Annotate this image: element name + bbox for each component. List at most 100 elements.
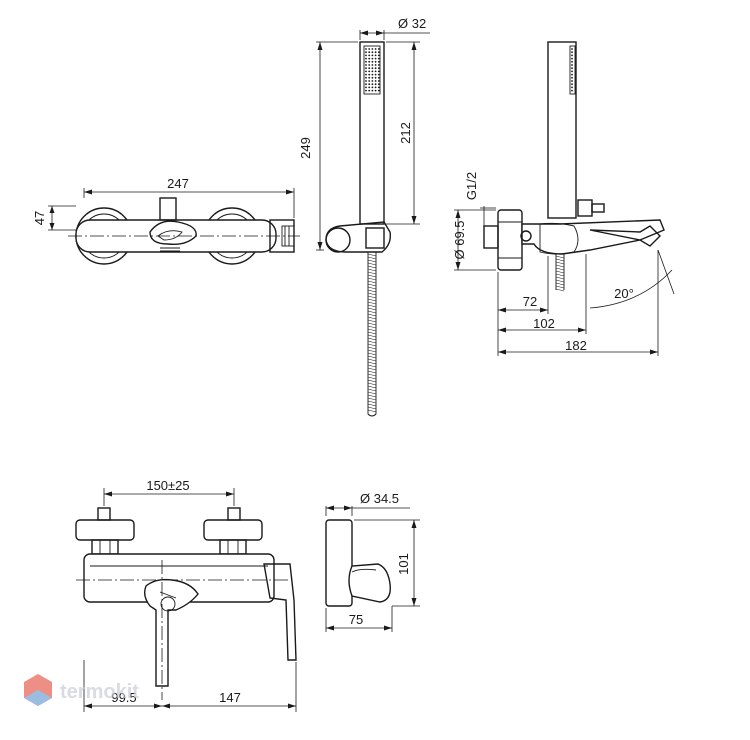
nozzle-dot	[371, 54, 374, 57]
hose-rib	[367, 286, 377, 290]
nozzle-dot	[371, 76, 374, 79]
dim-holder-diameter: Ø 34.5	[360, 491, 399, 506]
nozzle-dot	[571, 67, 573, 70]
nozzle-dot	[571, 80, 573, 82]
nozzle-dot	[365, 73, 367, 76]
nozzle-dot	[365, 54, 367, 57]
hose-rib	[367, 310, 377, 314]
nozzle-dot	[368, 89, 371, 92]
nozzle-dot	[571, 64, 573, 66]
nozzle-dot	[374, 67, 377, 70]
hose-rib	[367, 349, 377, 353]
hose-rib	[367, 265, 377, 269]
hose-rib	[367, 262, 377, 266]
hose-rib	[367, 328, 377, 332]
nozzle-dot	[571, 76, 573, 79]
hose-rib	[367, 406, 377, 410]
hose-rib	[555, 285, 565, 289]
nozzle-dot	[365, 57, 367, 60]
nozzle-dot	[365, 48, 367, 50]
nozzle-dot	[371, 67, 374, 70]
hose-rib	[367, 394, 377, 398]
hose-rib	[367, 283, 377, 287]
nozzle-dot	[368, 51, 371, 54]
nozzle-dot	[377, 86, 380, 89]
nozzle-dot	[368, 83, 371, 86]
hose-rib	[367, 379, 377, 383]
hose-rib	[367, 316, 377, 320]
hose-rib	[367, 352, 377, 356]
hand-shower	[316, 30, 430, 417]
hose-rib	[367, 298, 377, 302]
hose-rib	[367, 280, 377, 284]
dim-front-left: 99.5	[111, 690, 136, 705]
side-view	[454, 41, 675, 356]
hose-rib	[367, 397, 377, 401]
nozzle-dot	[368, 60, 371, 63]
hose-rib	[367, 295, 377, 299]
hose-rib	[555, 270, 565, 274]
dim-top-height: 47	[32, 211, 47, 225]
nozzle-dot	[377, 73, 380, 76]
dim-side-angle: 20°	[614, 286, 634, 301]
top-view	[48, 188, 300, 265]
nozzle-dot	[571, 60, 573, 63]
nozzle-dot	[371, 57, 374, 60]
hose-rib	[367, 358, 377, 362]
dim-holder-depth: 75	[349, 612, 363, 627]
hose-rib	[367, 343, 377, 347]
hose-rib	[367, 376, 377, 380]
hose-rib	[367, 274, 377, 278]
nozzle-dot	[377, 54, 380, 57]
hose-rib	[367, 367, 377, 371]
nozzle-dot	[365, 67, 367, 70]
hose-rib	[367, 346, 377, 350]
nozzle-dot	[374, 86, 377, 89]
front-view	[75, 488, 297, 712]
nozzle-dot	[371, 51, 374, 54]
hose-rib	[555, 264, 565, 268]
hose-rib	[555, 288, 565, 292]
spray-nozzles	[365, 48, 380, 92]
holder-view	[325, 505, 420, 632]
nozzle-dot	[365, 64, 367, 66]
nozzle-dot	[374, 70, 377, 73]
hose-rib	[367, 388, 377, 392]
nozzle-dot	[377, 57, 380, 60]
hose-rib	[555, 273, 565, 277]
dim-top-width: 247	[167, 176, 189, 191]
nozzle-dot	[571, 70, 573, 73]
hose-rib	[367, 268, 377, 272]
hose-rib	[367, 313, 377, 317]
hose-rib	[367, 271, 377, 275]
nozzle-dot	[368, 76, 371, 79]
nozzle-dot	[368, 67, 371, 70]
nozzle-dot	[571, 86, 573, 89]
hose-rib	[367, 409, 377, 413]
dim-hand-shower-body: 212	[398, 122, 413, 144]
nozzle-dot	[374, 83, 377, 86]
nozzle-dot	[368, 70, 371, 73]
hose-rib	[367, 382, 377, 386]
dim-hand-shower-diameter: Ø 32	[398, 16, 426, 31]
nozzle-dot	[571, 48, 573, 50]
nozzle-dot	[377, 70, 380, 73]
nozzle-dot	[571, 89, 573, 92]
nozzle-dot	[377, 51, 380, 54]
hose-rib	[367, 325, 377, 329]
nozzle-dot	[374, 51, 377, 54]
hose-rib	[367, 322, 377, 326]
nozzle-dot	[571, 73, 573, 76]
dim-holder-height: 101	[396, 553, 411, 575]
hose-rib	[367, 307, 377, 311]
nozzle-dot	[365, 89, 367, 92]
dim-side-72: 72	[523, 294, 537, 309]
nozzle-dot	[371, 89, 374, 92]
hose-rib	[367, 370, 377, 374]
nozzle-dot	[368, 57, 371, 60]
nozzle-dot	[365, 51, 367, 54]
hose-rib	[555, 261, 565, 265]
nozzle-dot	[377, 83, 380, 86]
nozzle-dot	[374, 54, 377, 57]
